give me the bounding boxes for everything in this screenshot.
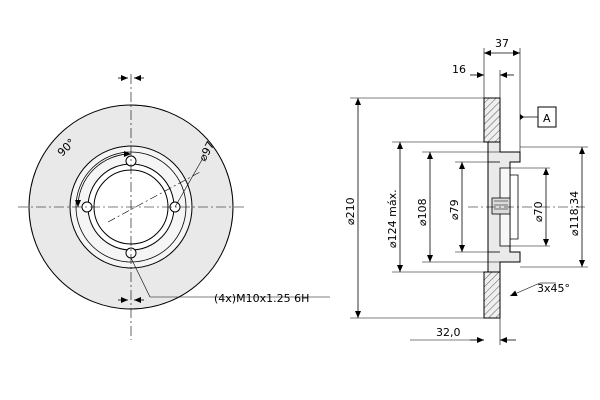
disc-ring-section-bottom: [483, 271, 501, 319]
offset-label: 32,0: [436, 326, 461, 339]
side-section-view: 37 16 A ⌀210 ⌀124 máx. ⌀108 ⌀79 ⌀70: [344, 37, 588, 345]
disc-ring-section-top: [483, 97, 501, 143]
datum-label: A: [543, 112, 551, 125]
inner-bore-label: ⌀70: [532, 201, 545, 222]
angle-arc: [75, 151, 132, 208]
total-height-label: 37: [495, 37, 509, 50]
center-bore-label: ⌀79: [448, 199, 461, 220]
thread-label: (4x)M10x1.25 6H: [214, 292, 309, 305]
outer-diameter-label: ⌀210: [344, 197, 357, 225]
max-diameter-label: ⌀124 máx.: [386, 189, 399, 248]
datum-box: [537, 106, 557, 128]
hat-diameter-label: ⌀118,34: [568, 191, 581, 236]
disc-thickness-label: 16: [452, 63, 466, 76]
chamfer-label: 3x45°: [537, 282, 570, 295]
front-view: 90° ⌀97 (4x)M10x1.25 6H: [18, 74, 330, 340]
hub-diameter-label: ⌀108: [416, 198, 429, 226]
